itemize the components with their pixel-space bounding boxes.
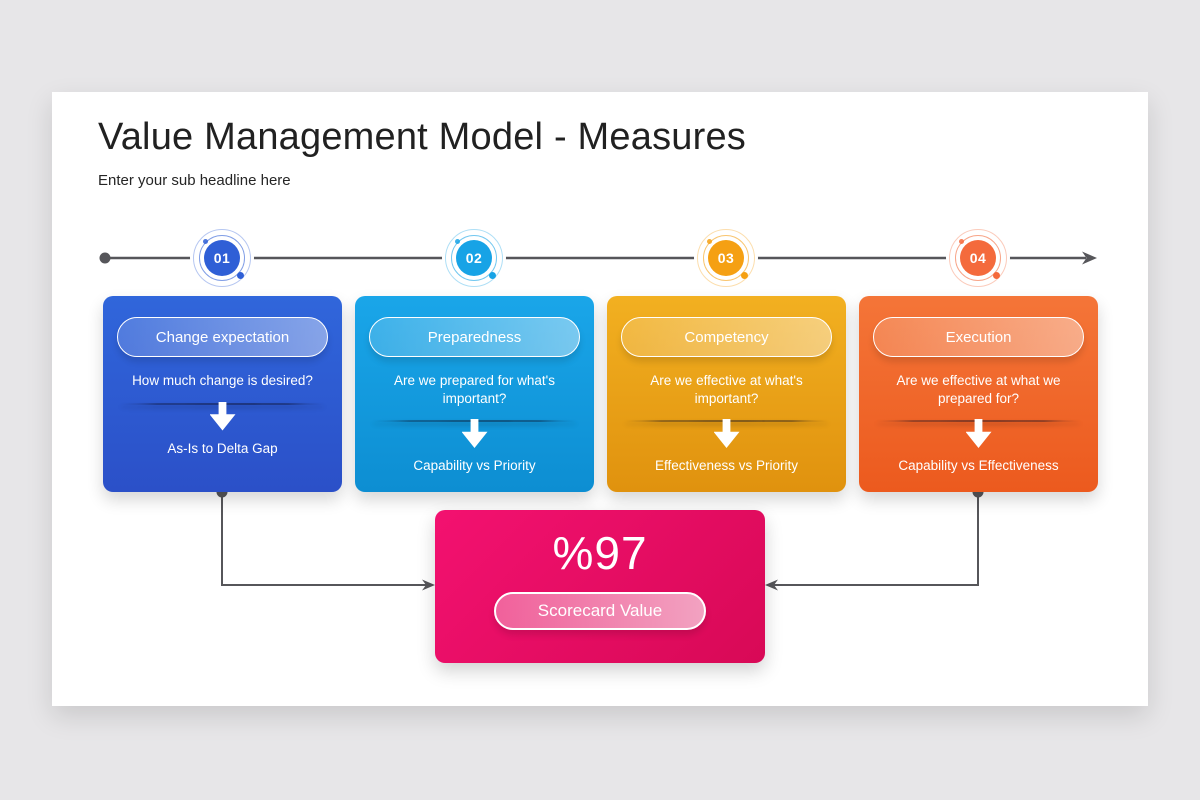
step-title: Change expectation (155, 328, 290, 346)
page-subtitle: Enter your sub headline here (98, 172, 291, 189)
arrow-zone (859, 414, 1098, 456)
badge-outer-ring (445, 229, 503, 287)
scorecard-value: %97 (552, 527, 648, 579)
down-arrow-icon (461, 419, 488, 448)
badge-dot (959, 239, 964, 244)
arrow-zone (355, 414, 594, 456)
step-badge-03: 03 (694, 226, 758, 290)
arrow-zone (607, 414, 846, 456)
step-title-pill: Change expectation (117, 317, 328, 357)
step-card-competency: Competency Are we effective at what's im… (607, 296, 846, 492)
badge-mid-ring (703, 235, 749, 281)
badge-mid-ring (955, 235, 1001, 281)
step-question: Are we effective at what we prepared for… (896, 373, 1061, 406)
step-title-pill: Preparedness (369, 317, 580, 357)
step-result: As-Is to Delta Gap (167, 440, 278, 456)
step-badge-04: 04 (946, 226, 1010, 290)
down-arrow-icon (713, 419, 740, 448)
step-question: How much change is desired? (132, 373, 313, 388)
step-card-preparedness: Preparedness Are we prepared for what's … (355, 296, 594, 492)
step-result: Capability vs Priority (413, 458, 536, 473)
connector-left-arrowhead-icon (422, 579, 435, 591)
scorecard-pill: Scorecard Value (494, 592, 706, 630)
badge-dot (455, 239, 460, 244)
badge-outer-ring (193, 229, 251, 287)
badge-dot (707, 239, 712, 244)
page-title: Value Management Model - Measures (98, 116, 746, 158)
step-title: Execution (945, 328, 1012, 346)
arrow-zone (103, 397, 342, 439)
step-result: Effectiveness vs Priority (654, 458, 799, 473)
connector-right (770, 492, 979, 586)
badge-outer-ring (697, 229, 755, 287)
step-title-pill: Execution (873, 317, 1084, 357)
badge-outer-ring (949, 229, 1007, 287)
badge-dot (237, 272, 244, 279)
down-arrow-icon (965, 419, 992, 448)
slide-canvas: Value Management Model - Measures Enter … (52, 92, 1148, 706)
step-title: Preparedness (427, 328, 522, 346)
badge-mid-ring (199, 235, 245, 281)
timeline-start-dot (99, 252, 111, 264)
step-question: Are we effective at what's important? (650, 373, 803, 406)
step-card-change-expectation: Change expectation How much change is de… (103, 296, 342, 492)
step-question: Are we prepared for what's important? (394, 373, 555, 406)
step-card-execution: Execution Are we effective at what we pr… (859, 296, 1098, 492)
step-number: 04 (960, 240, 996, 276)
scorecard-label: Scorecard Value (537, 601, 663, 620)
step-badge-01: 01 (190, 226, 254, 290)
step-number: 02 (456, 240, 492, 276)
step-result: Capability vs Effectiveness (898, 458, 1059, 473)
step-badge-02: 02 (442, 226, 506, 290)
badge-dot (993, 272, 1000, 279)
scorecard-card: %97 Scorecard Value (435, 510, 765, 663)
connector-right-arrowhead-icon (765, 579, 778, 591)
connector-left (221, 492, 430, 586)
step-title-pill: Competency (621, 317, 832, 357)
step-number: 01 (204, 240, 240, 276)
timeline-arrowhead-icon (1082, 251, 1097, 265)
step-number: 03 (708, 240, 744, 276)
badge-dot (489, 272, 496, 279)
badge-dot (203, 239, 208, 244)
badge-dot (741, 272, 748, 279)
step-title: Competency (684, 328, 769, 346)
down-arrow-icon (209, 401, 236, 431)
badge-mid-ring (451, 235, 497, 281)
